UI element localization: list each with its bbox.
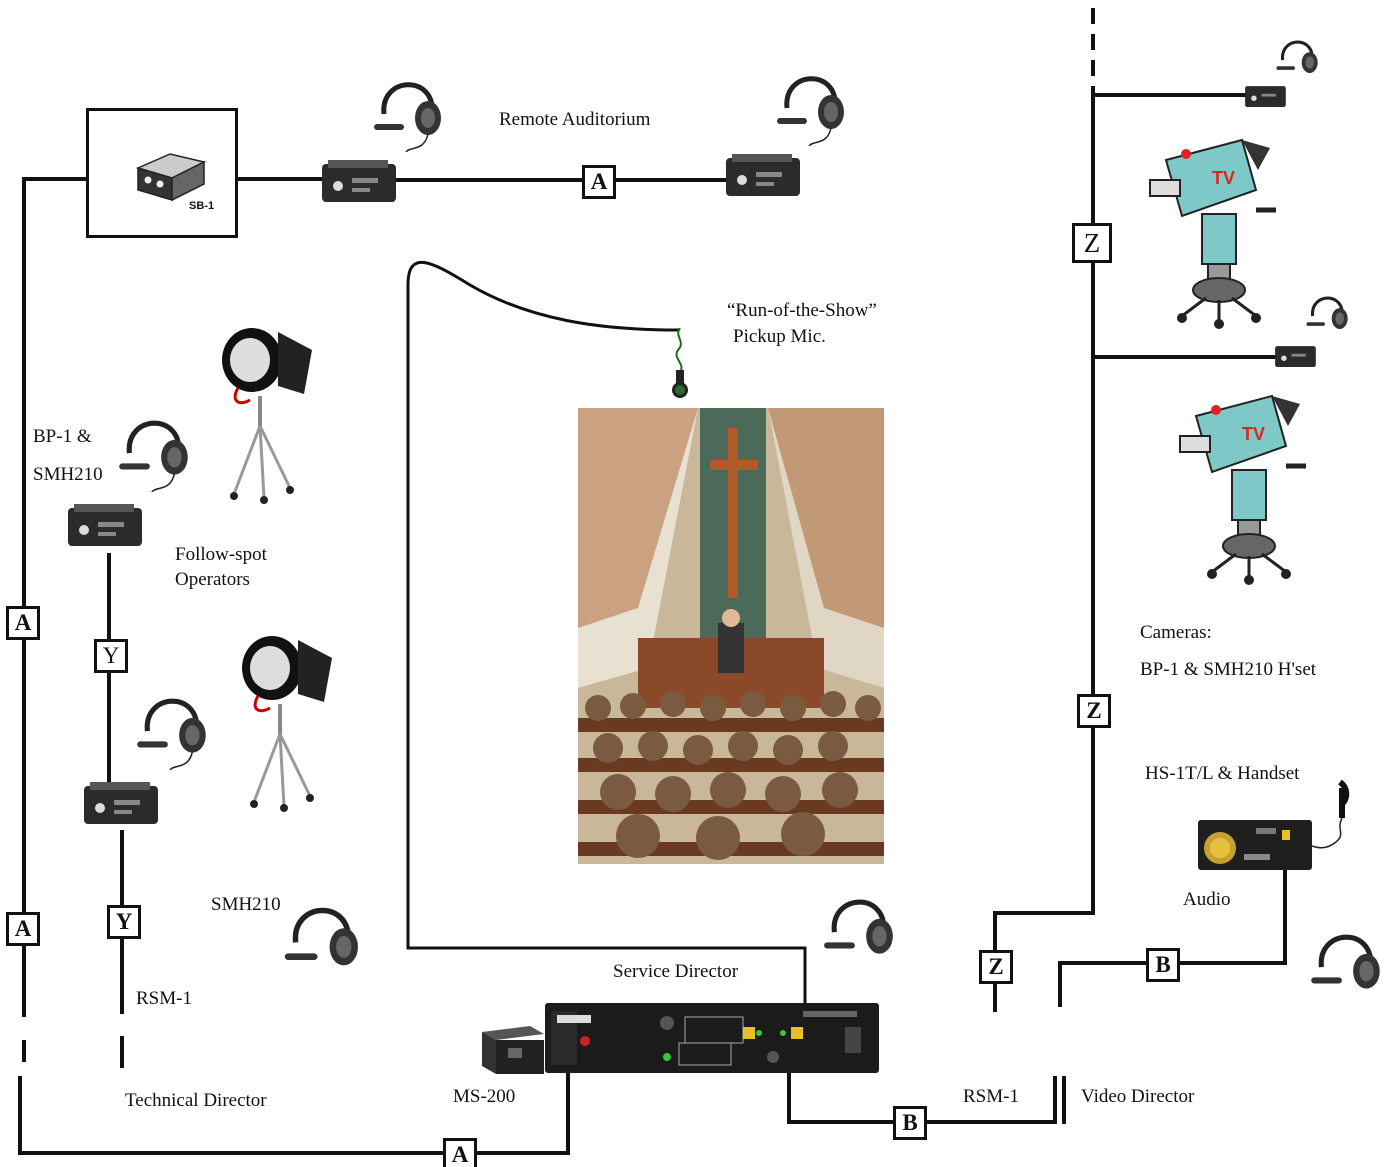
audio-label: Audio bbox=[1183, 889, 1231, 910]
headset-icon bbox=[1311, 934, 1380, 989]
master-station-icon[interactable] bbox=[545, 1003, 879, 1073]
svg-text:TV: TV bbox=[1242, 424, 1265, 444]
headset-icon bbox=[119, 420, 188, 492]
run-of-show-label-1: “Run-of-the-Show” bbox=[727, 300, 877, 321]
remote-auditorium-label: Remote Auditorium bbox=[499, 109, 651, 130]
beltpack-icon[interactable] bbox=[724, 152, 804, 200]
channel-b-box: B bbox=[1146, 948, 1180, 982]
technical-director-label: Technical Director bbox=[125, 1090, 267, 1111]
channel-y-box: Y bbox=[107, 905, 141, 939]
run-of-show-label-2: Pickup Mic. bbox=[733, 326, 826, 347]
follow-spot-icon bbox=[242, 636, 332, 812]
rsm1-left-label: RSM-1 bbox=[136, 988, 192, 1009]
cameras-label-2: BP-1 & SMH210 H'set bbox=[1140, 659, 1317, 680]
tv-camera-icon: TV bbox=[1179, 394, 1306, 585]
tv-camera-icon: TV bbox=[1149, 138, 1276, 329]
channel-z-box: Z bbox=[1077, 694, 1111, 728]
headset-icon bbox=[1276, 40, 1318, 73]
headset-icon bbox=[284, 907, 358, 966]
beltpack-icon[interactable] bbox=[1244, 82, 1288, 110]
headset-icon bbox=[777, 76, 844, 146]
channel-z-box: Z bbox=[1072, 223, 1112, 263]
church-photo bbox=[578, 408, 884, 864]
microphone-icon bbox=[672, 328, 688, 398]
svg-text:TV: TV bbox=[1212, 168, 1235, 188]
headset-icon bbox=[1306, 296, 1348, 329]
video-director-label: Video Director bbox=[1081, 1086, 1195, 1107]
headset-icon bbox=[137, 698, 206, 770]
channel-a-box: A bbox=[443, 1138, 477, 1167]
hs1tl-label: HS-1T/L & Handset bbox=[1145, 763, 1300, 784]
rsm1-right-label: RSM-1 bbox=[963, 1086, 1019, 1107]
channel-y-box: Y bbox=[94, 639, 128, 673]
headset-icon bbox=[824, 899, 893, 954]
channel-z-box: Z bbox=[979, 950, 1013, 984]
beltpack-icon[interactable] bbox=[82, 780, 162, 828]
sb1-label: SB-1 bbox=[189, 200, 215, 212]
beltpack-icon[interactable] bbox=[66, 502, 146, 550]
handset-station-icon[interactable] bbox=[1196, 778, 1356, 874]
power-supply-icon bbox=[482, 1026, 544, 1074]
bp1-label-2: SMH210 bbox=[33, 464, 103, 485]
bp1-label-1: BP-1 & bbox=[33, 426, 92, 447]
beltpack-icon[interactable] bbox=[320, 158, 400, 206]
switch-box-icon[interactable] bbox=[130, 148, 210, 208]
beltpack-icon[interactable] bbox=[1274, 342, 1318, 370]
channel-a-box: A bbox=[6, 912, 40, 946]
channel-a-box: A bbox=[6, 606, 40, 640]
smh210-label: SMH210 bbox=[211, 894, 281, 915]
service-director-label: Service Director bbox=[613, 961, 739, 982]
channel-a-box: A bbox=[582, 165, 616, 199]
follow-spot-label-2: Operators bbox=[175, 569, 250, 590]
cameras-label-1: Cameras: bbox=[1140, 622, 1212, 643]
follow-spot-label-1: Follow-spot bbox=[175, 544, 267, 565]
ms200-label: MS-200 bbox=[453, 1086, 516, 1107]
follow-spot-icon bbox=[222, 328, 312, 504]
channel-b-box: B bbox=[893, 1106, 927, 1140]
headset-icon bbox=[374, 82, 441, 152]
